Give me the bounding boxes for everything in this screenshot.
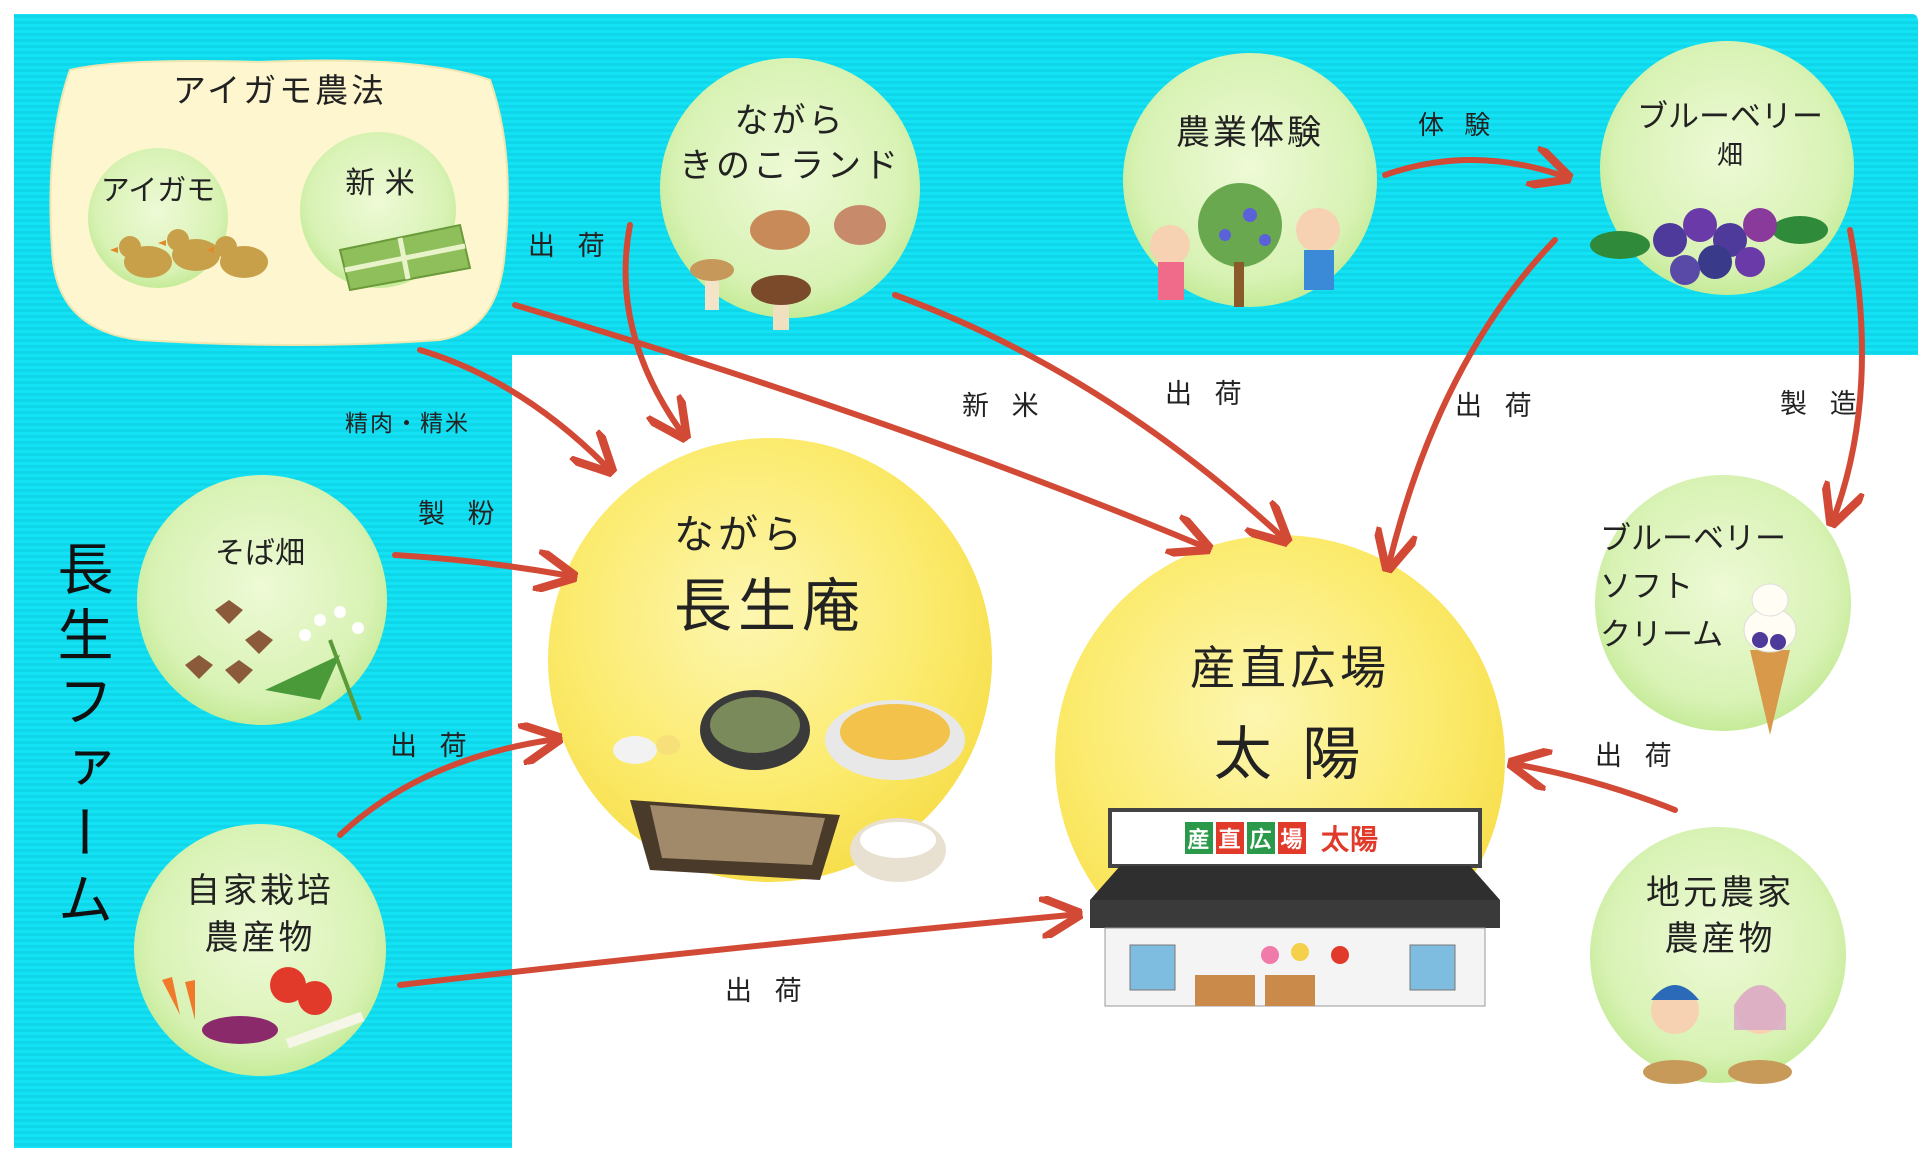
blueberry-field-label-2: 畑 bbox=[1716, 141, 1743, 171]
farm-label: 長生ファーム bbox=[48, 540, 113, 936]
arrow-label-shukka-jimoto: 出 荷 bbox=[1595, 741, 1679, 772]
mushroom-icon bbox=[690, 205, 886, 330]
arrow-label-shukka-jika-low: 出 荷 bbox=[725, 976, 809, 1007]
jimoto-label-2: 農産物 bbox=[1664, 919, 1776, 959]
buckwheat-icon bbox=[185, 600, 364, 721]
farmers-icon bbox=[1643, 985, 1792, 1084]
kinoko-bubble bbox=[660, 58, 920, 318]
arrow-seifun bbox=[392, 555, 565, 575]
softcream-label-3: クリーム bbox=[1600, 617, 1724, 653]
sign-char: 広 bbox=[1247, 822, 1275, 854]
arrow-label-shinmai: 新 米 bbox=[962, 391, 1046, 422]
store-sign: 産 直 広 場 太陽 bbox=[1185, 822, 1379, 856]
kinoko-label-1: ながら bbox=[734, 101, 846, 141]
arrow-kinoko-taiyo bbox=[892, 292, 1280, 535]
vegetables-icon bbox=[162, 967, 365, 1049]
arrow-shinmai bbox=[512, 302, 1200, 545]
sign-char: 場 bbox=[1278, 822, 1306, 854]
aigamo-label: アイガモ bbox=[100, 173, 216, 207]
arrow-jika-chochoan bbox=[337, 740, 550, 838]
chochoan-main-label: 長生庵 bbox=[673, 572, 866, 640]
jika-label-1: 自家栽培 bbox=[186, 871, 334, 911]
nogyo-label: 農業体験 bbox=[1176, 113, 1324, 153]
chochoan-top-label: ながら bbox=[674, 512, 806, 558]
rice-field-icon bbox=[338, 223, 472, 292]
blueberry-field-label-1: ブルーベリー bbox=[1637, 99, 1823, 135]
duckling-icon bbox=[110, 229, 268, 278]
kinoko-label-2: きのこランド bbox=[679, 146, 901, 186]
taiyo-top-label: 産直広場 bbox=[1190, 641, 1390, 695]
sign-name: 太陽 bbox=[1321, 823, 1380, 856]
arrow-bb-taiyo bbox=[1390, 237, 1558, 560]
arrow-jimoto-taiyo bbox=[1520, 765, 1678, 813]
arrow-taiken bbox=[1382, 160, 1560, 175]
taiyo-main-label: 太 陽 bbox=[1213, 720, 1367, 788]
blueberries-icon bbox=[1590, 208, 1828, 285]
sign-char: 直 bbox=[1216, 822, 1244, 854]
arrow-label-shukka-center: 出 荷 bbox=[1165, 379, 1249, 410]
arrow-label-shukka-bb: 出 荷 bbox=[1455, 391, 1539, 422]
arrow-label-taiken: 体 験 bbox=[1418, 111, 1497, 141]
aigamo-group-title: アイガモ農法 bbox=[172, 71, 388, 110]
arrow-jika-taiyo bbox=[397, 915, 1070, 988]
flow-arrows bbox=[337, 160, 1865, 988]
shinmai-label: 新 米 bbox=[345, 166, 415, 201]
softcream-icon bbox=[1743, 583, 1797, 735]
arrow-label-seifun: 製 粉 bbox=[418, 499, 502, 530]
arrow-label-shukka-jika-up: 出 荷 bbox=[390, 731, 474, 762]
jika-label-2: 農産物 bbox=[204, 918, 316, 958]
soba-meal-icon bbox=[613, 690, 965, 882]
softcream-bubble bbox=[1595, 475, 1851, 731]
arrow-seizo bbox=[1835, 227, 1865, 515]
softcream-label-2: ソフト bbox=[1600, 569, 1693, 605]
arrow-label-seizo: 製 造 bbox=[1780, 389, 1864, 420]
soba-field-label: そば畑 bbox=[215, 536, 305, 571]
arrow-seiniku bbox=[417, 347, 605, 465]
arrow-label-shukka-kinoko: 出 荷 bbox=[528, 231, 612, 262]
softcream-label-1: ブルーベリー bbox=[1600, 521, 1786, 557]
sign-char: 産 bbox=[1185, 822, 1213, 854]
arrow-label-seiniku: 精肉・精米 bbox=[345, 411, 470, 437]
children-icon bbox=[1150, 183, 1340, 307]
arrow-kinoko-chochoan bbox=[622, 222, 680, 430]
jimoto-label-1: 地元農家 bbox=[1646, 873, 1794, 913]
